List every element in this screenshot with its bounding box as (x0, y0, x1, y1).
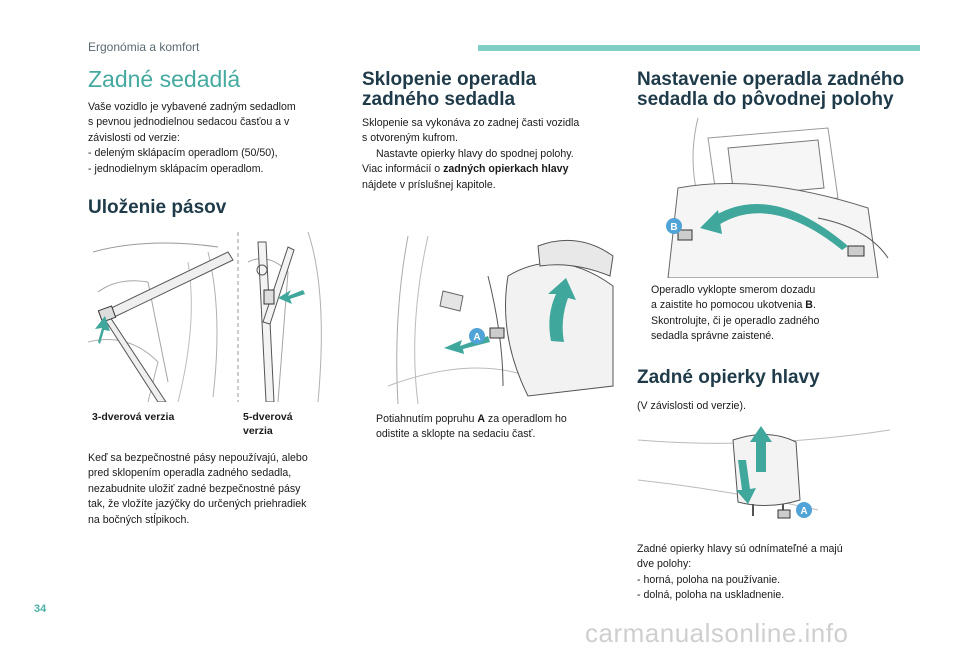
headrest-text: Zadné opierky hlavy sú odnímateľné a maj… (637, 542, 899, 604)
page-number: 34 (34, 603, 47, 615)
belts-svg (87, 231, 322, 403)
fold-heading: Sklopenie operadla zadného sedadla (362, 70, 536, 110)
reset-illustration: B (638, 117, 890, 279)
caption-5door-line2: verzia (243, 425, 273, 437)
fold-step-2: Potiahnutím popruhu A za operadlom ho od… (376, 413, 567, 441)
headrest-note: (V závislosti od verzie). (637, 400, 746, 412)
reset-steps: Operadlo vyklopte smerom dozadu a zaisti… (637, 283, 899, 345)
reset-step-2: Skontrolujte, či je operadlo zadného (651, 314, 820, 327)
headrest-text-line: dve polohy: (637, 558, 692, 571)
fold-heading-line1: Sklopenie operadla (362, 69, 537, 90)
belts-text-line: nezabudnite uložiť zadné bezpečnostné pá… (88, 482, 301, 495)
fold-svg: A (387, 235, 614, 405)
fold-intro-line: Sklopenie sa vykonáva zo zadnej časti vo… (362, 117, 580, 129)
intro-line: závislosti od verzie: (88, 131, 180, 144)
reset-heading-line2: sedadla do pôvodnej polohy (637, 89, 894, 110)
caption-5door-line1: 5-dverová (243, 411, 293, 423)
headrest-heading: Zadné opierky hlavy (637, 367, 820, 388)
headrest-illustration: A (637, 420, 891, 528)
caption-5door: 5-dverová verzia (243, 410, 293, 438)
reset-heading-line1: Nastavenie operadla zadného (637, 69, 905, 90)
fold-more-info-line2: nájdete v príslušnej kapitole. (362, 178, 496, 191)
belts-text-line: Keď sa bezpečnostné pásy nepoužívajú, al… (88, 452, 308, 464)
headrest-svg: A (637, 426, 891, 519)
intro-line: s pevnou jednodielnou sedacou časťou a v (88, 116, 290, 129)
reset-step-1: Operadlo vyklopte smerom dozadu (651, 284, 816, 296)
belts-illustration (87, 231, 340, 403)
fold-heading-line2: zadného sedadla (362, 89, 516, 110)
fold-more-info: Viac informácií o zadných opierkach hlav… (362, 163, 569, 176)
watermark: carmanualsonline.info (585, 618, 849, 648)
intro-line: - deleným sklápacím operadlom (50/50), (88, 147, 278, 160)
headrest-text-line: Zadné opierky hlavy sú odnímateľné a maj… (637, 543, 843, 555)
belts-text-line: pred sklopením operadla zadného sedadla, (88, 467, 292, 480)
headrest-label: A (800, 506, 807, 517)
headrest-text-line: - horná, poloha na používanie. (637, 573, 781, 586)
fold-label: A (473, 332, 480, 343)
belts-heading: Uloženie pásov (88, 197, 227, 218)
intro-line: - jednodielnym sklápacím operadlom. (88, 162, 264, 175)
belts-text-line: tak, že vložíte jazýčky do určených prie… (88, 498, 307, 511)
intro-text: Vaše vozidlo je vybavené zadným sedadlom… (88, 100, 348, 177)
reset-heading: Nastavenie operadla zadného sedadla do p… (637, 70, 904, 110)
header-bar (478, 45, 920, 51)
fold-step-1: Nastavte opierky hlavy do spodnej polohy… (376, 147, 574, 160)
fold-intro-line: s otvoreným kufrom. (362, 132, 458, 145)
reset-svg: B (666, 117, 889, 279)
belts-text-line: na bočných stĺpikoch. (88, 513, 190, 526)
caption-3door: 3-dverová verzia (92, 411, 175, 423)
intro-line: Vaše vozidlo je vybavené zadným sedadlom (88, 101, 296, 113)
section-label: Ergonómia a komfort (88, 40, 200, 54)
fold-text: Sklopenie sa vykonáva zo zadnej časti vo… (362, 116, 624, 193)
headrest-text-line: - dolná, poloha na uskladnenie. (637, 589, 785, 602)
reset-label: B (670, 222, 677, 233)
belts-text: Keď sa bezpečnostné pásy nepoužívajú, al… (88, 451, 350, 528)
fold-illustration: A (387, 235, 616, 405)
page-title: Zadné sedadlá (88, 66, 241, 92)
